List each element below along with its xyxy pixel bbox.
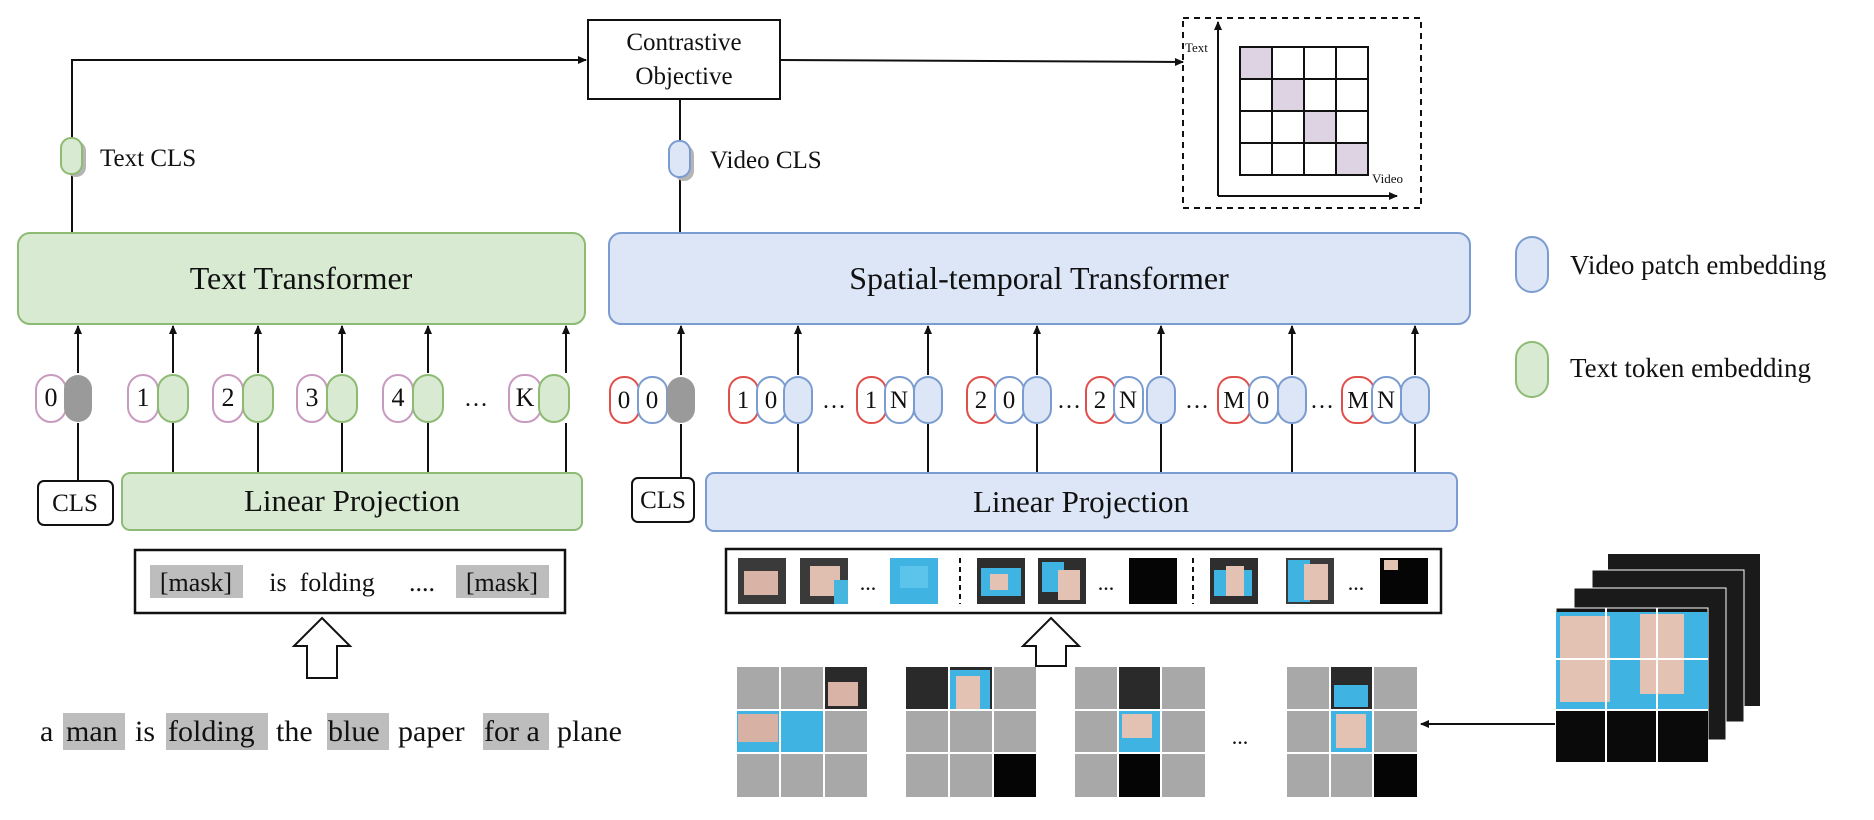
svg-text:4: 4: [392, 383, 405, 412]
mask-token-2: [mask]: [466, 568, 538, 597]
video-token-arrows: [677, 325, 1419, 482]
matrix-y-label: Text: [1185, 40, 1208, 55]
text-cls-token: Text CLS: [60, 137, 196, 177]
video-token-m-n: M N: [1341, 376, 1430, 424]
contrastive-label-line1: Contrastive: [626, 29, 741, 56]
svg-text:N: N: [1377, 387, 1395, 414]
svg-text:1: 1: [137, 383, 150, 412]
svg-text:2: 2: [1094, 387, 1107, 414]
svg-text:Linear Projection: Linear Projection: [973, 484, 1190, 519]
svg-text:0: 0: [765, 387, 778, 414]
sentence-word-paper: paper: [398, 715, 465, 748]
svg-text:M: M: [1347, 388, 1368, 414]
sentence-word-the: the: [276, 715, 313, 748]
video-ellipsis-1: …: [822, 388, 846, 414]
input-sentence: a man is folding the blue paper for a pl…: [40, 713, 622, 750]
video-token-m-0: M 0: [1217, 376, 1307, 424]
video-token-cls: 0 0: [609, 376, 695, 424]
text-token-0: 0: [35, 374, 92, 423]
contrastive-to-matrix-arrow: [779, 57, 1184, 66]
video-transformer-label: Spatial-temporal Transformer: [849, 260, 1229, 296]
mask-token-1: [mask]: [160, 568, 232, 597]
text-cls-label: Text CLS: [100, 145, 196, 172]
text-token-k: K: [508, 374, 570, 423]
sentence-word-a: a: [40, 715, 53, 748]
text-token-4: 4: [382, 374, 444, 423]
video-cls-token: Video CLS: [668, 140, 822, 181]
frame-strip-ellipsis-1: ...: [860, 570, 877, 595]
sentence-word-man: man: [66, 715, 118, 748]
patch-grid-2: [906, 667, 1036, 797]
linear-projection-video: Linear Projection: [705, 472, 1458, 532]
svg-text:3: 3: [306, 383, 319, 412]
sentence-word-blue: blue: [328, 715, 380, 748]
svg-text:CLS: CLS: [640, 487, 686, 514]
sentence-word-folding: folding: [168, 715, 255, 748]
svg-text:0: 0: [45, 383, 58, 412]
similarity-matrix: Text Video: [1182, 17, 1422, 209]
cls-text-box: CLS: [37, 480, 114, 526]
contrastive-objective-box: Contrastive Objective: [587, 19, 781, 100]
masked-text-input: [mask] is folding .... [mask]: [133, 548, 567, 615]
legend-text-label: Text token embedding: [1570, 353, 1811, 383]
video-token-2-0: 2 0: [966, 376, 1052, 424]
linear-projection-text: Linear Projection: [121, 472, 583, 531]
patch-grid-4: [1287, 667, 1417, 797]
svg-text:0: 0: [1257, 387, 1270, 414]
video-ellipsis-3: …: [1185, 388, 1209, 414]
svg-text:Linear Projection: Linear Projection: [244, 483, 461, 518]
sentence-word-is: is: [135, 715, 155, 748]
text-token-arrows: [74, 325, 570, 482]
patch-grid-ellipsis: ...: [1232, 724, 1249, 749]
svg-text:N: N: [1119, 387, 1137, 414]
frame-strip-ellipsis-3: ...: [1348, 570, 1365, 595]
text-token-3: 3: [296, 374, 358, 423]
video-ellipsis-2: …: [1057, 388, 1081, 414]
svg-text:2: 2: [222, 383, 235, 412]
video-frame-stack: [1555, 554, 1760, 763]
legend: Video patch embedding Text token embeddi…: [1515, 236, 1826, 398]
legend-video-label: Video patch embedding: [1570, 250, 1826, 280]
svg-text:0: 0: [1003, 387, 1016, 414]
svg-text:1: 1: [865, 387, 878, 414]
frame-strip-ellipsis-2: ...: [1098, 570, 1115, 595]
legend-text-swatch: [1515, 341, 1549, 398]
masked-mid-text: is folding: [269, 568, 374, 597]
matrix-x-label: Video: [1372, 171, 1403, 186]
sentence-word-plane: plane: [557, 715, 622, 748]
video-token-1-0: 1 0: [728, 376, 813, 424]
frame-strip: ... ... ...: [724, 547, 1443, 615]
svg-text:CLS: CLS: [52, 490, 98, 517]
svg-text:N: N: [890, 387, 908, 414]
spatial-temporal-transformer: Spatial-temporal Transformer: [608, 232, 1471, 325]
svg-text:1: 1: [737, 387, 750, 414]
svg-text:0: 0: [646, 387, 659, 414]
svg-text:K: K: [516, 383, 535, 412]
text-transformer-label: Text Transformer: [190, 260, 413, 296]
svg-text:0: 0: [618, 387, 631, 414]
video-token-2-n: 2 N: [1085, 376, 1176, 424]
cls-video-box: CLS: [631, 477, 695, 523]
video-ellipsis-4: …: [1310, 388, 1334, 414]
text-token-ellipsis: …: [464, 386, 488, 412]
masked-dots: ....: [409, 568, 435, 597]
svg-text:2: 2: [975, 387, 988, 414]
contrastive-label-line2: Objective: [635, 63, 732, 90]
text-hollow-arrow: [291, 616, 353, 679]
legend-video-swatch: [1515, 236, 1549, 293]
patch-grid-1: [737, 667, 867, 797]
video-hollow-arrow: [1020, 616, 1082, 667]
text-transformer: Text Transformer: [17, 232, 586, 325]
patch-grid-3: [1075, 667, 1205, 797]
text-token-2: 2: [212, 374, 274, 423]
sentence-word-for-a: for a: [484, 715, 540, 748]
video-token-1-n: 1 N: [856, 376, 943, 424]
text-token-1: 1: [127, 374, 189, 423]
svg-text:M: M: [1223, 388, 1244, 414]
video-cls-label: Video CLS: [710, 147, 822, 174]
